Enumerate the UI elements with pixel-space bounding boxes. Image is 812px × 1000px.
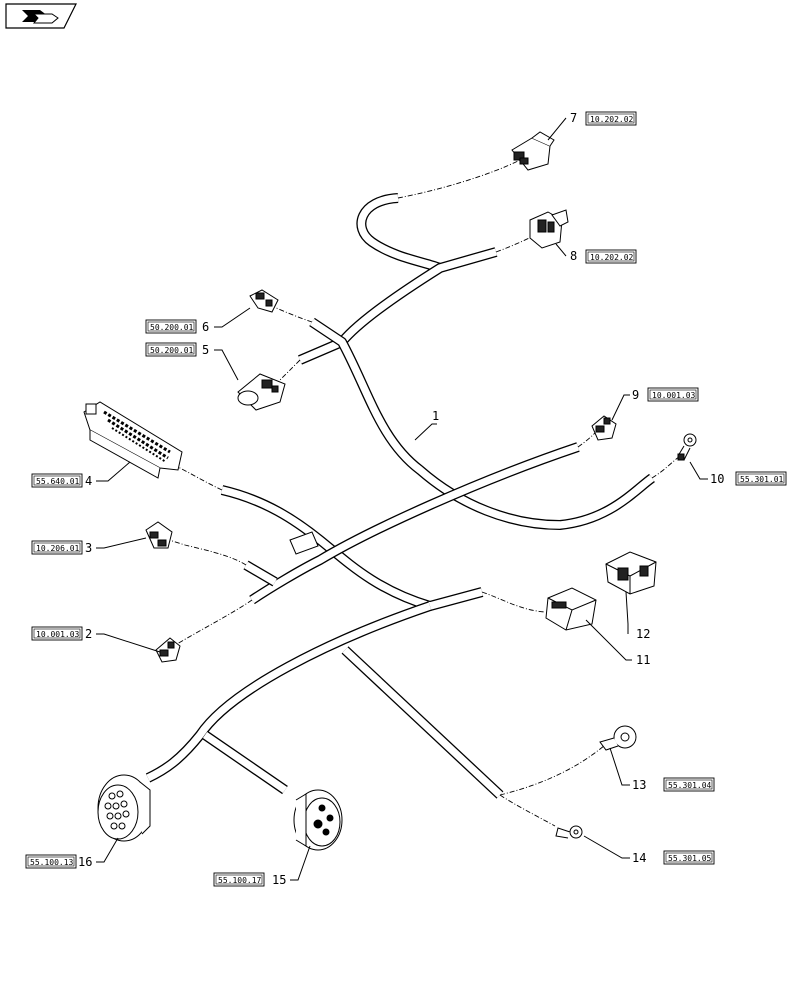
- ref-link-16[interactable]: 55.100.13: [25, 854, 77, 869]
- svg-text:10.001.03: 10.001.03: [652, 391, 696, 400]
- connector-11: [545, 587, 597, 631]
- callout-num-15: 15: [272, 873, 286, 887]
- svg-text:10.202.02: 10.202.02: [590, 253, 634, 262]
- callout-num-3: 3: [85, 541, 92, 555]
- callout-num-9: 9: [632, 388, 639, 402]
- svg-text:55.301.05: 55.301.05: [668, 854, 712, 863]
- ref-link-14[interactable]: 55.301.05: [663, 850, 715, 865]
- connector-7: [511, 131, 555, 171]
- callout-num-2: 2: [85, 627, 92, 641]
- control-module-4: [83, 401, 183, 479]
- callout-num-6: 6: [202, 320, 209, 334]
- svg-text:55.100.17: 55.100.17: [218, 876, 262, 885]
- ref-link-15[interactable]: 55.100.17: [213, 872, 265, 887]
- round-connector-15: [293, 789, 343, 851]
- nav-arrow-button[interactable]: [5, 3, 77, 29]
- callout-num-14: 14: [632, 851, 646, 865]
- ref-link-13[interactable]: 55.301.04: [663, 777, 715, 792]
- callout-num-16: 16: [78, 855, 92, 869]
- callout-num-13: 13: [632, 778, 646, 792]
- svg-text:50.200.01: 50.200.01: [150, 346, 194, 355]
- tape-wrap: [289, 531, 319, 555]
- svg-text:55.301.01: 55.301.01: [740, 475, 784, 484]
- svg-text:10.001.03: 10.001.03: [36, 630, 80, 639]
- ref-link-10[interactable]: 55.301.01: [735, 471, 787, 486]
- ref-link-2[interactable]: 10.001.03: [31, 626, 83, 641]
- ref-link-4[interactable]: 55.640.01: [31, 473, 83, 488]
- svg-text:10.202.02: 10.202.02: [590, 115, 634, 124]
- ref-link-6[interactable]: 50.200.01: [145, 319, 197, 334]
- arrow-right-icon: [22, 10, 59, 24]
- connector-2: [155, 637, 181, 663]
- ref-link-9[interactable]: 10.001.03: [647, 387, 699, 402]
- connector-6: [249, 289, 279, 313]
- callout-num-11: 11: [636, 653, 650, 667]
- callout-num-10: 10: [710, 472, 724, 486]
- callout-num-12: 12: [636, 627, 650, 641]
- connector-12: [605, 551, 657, 595]
- svg-text:55.100.13: 55.100.13: [30, 858, 74, 867]
- svg-text:10.206.01: 10.206.01: [36, 544, 80, 553]
- ref-boxes: 10.001.03 10.206.01 55.640.01 50.200.01 …: [25, 111, 787, 887]
- ring-terminal-13: [599, 725, 637, 751]
- callout-num-4: 4: [85, 474, 92, 488]
- callout-num-8: 8: [570, 249, 577, 263]
- ring-terminal-10: [677, 433, 697, 461]
- callout-numbers: 1 2 3 4 5 6 7 8 9 10 11 12 13 14 15 16: [78, 111, 724, 887]
- connector-9: [591, 415, 617, 441]
- connector-3: [145, 521, 173, 549]
- ref-link-5[interactable]: 50.200.01: [145, 342, 197, 357]
- svg-text:55.640.01: 55.640.01: [36, 477, 80, 486]
- ref-link-8[interactable]: 10.202.02: [585, 249, 637, 264]
- callout-num-5: 5: [202, 343, 209, 357]
- callout-num-1: 1: [432, 409, 439, 423]
- ref-link-7[interactable]: 10.202.02: [585, 111, 637, 126]
- svg-text:55.301.04: 55.301.04: [668, 781, 712, 790]
- connector-8: [529, 209, 569, 249]
- svg-text:50.200.01: 50.200.01: [150, 323, 194, 332]
- callout-num-7: 7: [570, 111, 577, 125]
- leader-lines: [96, 117, 708, 881]
- harness-cables: [145, 193, 655, 799]
- ring-terminal-14: [555, 825, 583, 839]
- connector-5: [237, 373, 286, 411]
- round-connector-16: [97, 774, 151, 842]
- ref-link-3[interactable]: 10.206.01: [31, 540, 83, 555]
